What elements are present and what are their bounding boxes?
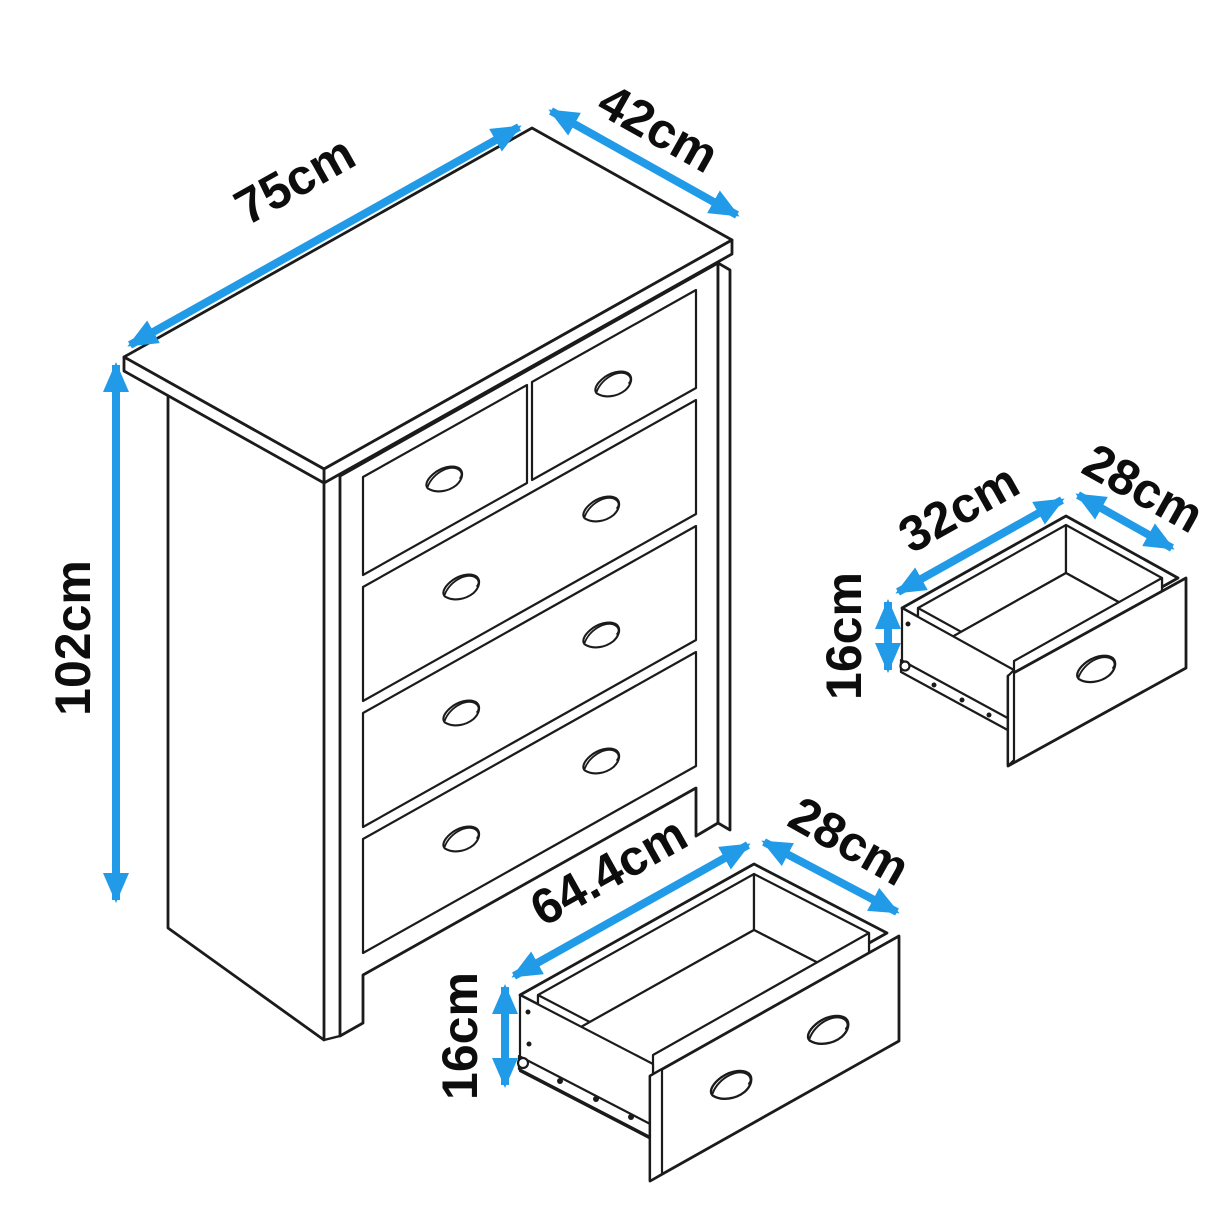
screw-dot [959, 697, 965, 703]
large-drawer-depth-arrow [761, 838, 900, 916]
chest-large-drawer-front-2 [361, 524, 698, 829]
screw-dot [905, 621, 911, 627]
screw-dot [931, 682, 937, 688]
small-drawer-front-panel-edge [1006, 668, 1016, 768]
large-drawer-depth-dimension-label: 28cm [780, 785, 919, 896]
slide-rail-roller [516, 1056, 530, 1070]
screw-dot [986, 712, 992, 718]
chest-of-drawers: 75cm 42cm 102cm [45, 72, 740, 1042]
chest-width-dimension-label: 75cm [225, 124, 364, 235]
chest-large-drawer-front-3 [361, 650, 698, 955]
small-drawer-depth-arrow [1075, 491, 1175, 552]
screw-dot [557, 1078, 563, 1084]
chest-right-edge-strip [716, 261, 732, 832]
chest-width-arrow [127, 123, 522, 349]
small-drawer: 32cm 28cm 16cm [816, 432, 1213, 768]
small-drawer-width-arrow [895, 496, 1065, 596]
screw-dot [628, 1114, 634, 1120]
large-drawer-front-panel-edge [648, 1067, 664, 1183]
chest-bottom-corner-edge [322, 1034, 342, 1042]
large-drawer-height-dimension-label: 16cm [432, 972, 488, 1100]
chest-large-drawer-front-1 [361, 398, 698, 703]
small-drawer-height-dimension-label: 16cm [816, 572, 872, 700]
chest-height-dimension-label: 102cm [45, 560, 101, 716]
chest-side-panel [166, 390, 326, 1042]
small-drawer-depth-dimension-label: 28cm [1074, 432, 1213, 543]
screw-dot [525, 1009, 531, 1015]
small-drawer-width-dimension-label: 32cm [889, 452, 1028, 563]
chest-depth-arrow [548, 107, 740, 219]
large-drawer-width-arrow [511, 841, 751, 980]
slide-rail-roller [899, 660, 911, 672]
screw-dot [593, 1096, 599, 1102]
screw-dot [526, 1041, 532, 1047]
